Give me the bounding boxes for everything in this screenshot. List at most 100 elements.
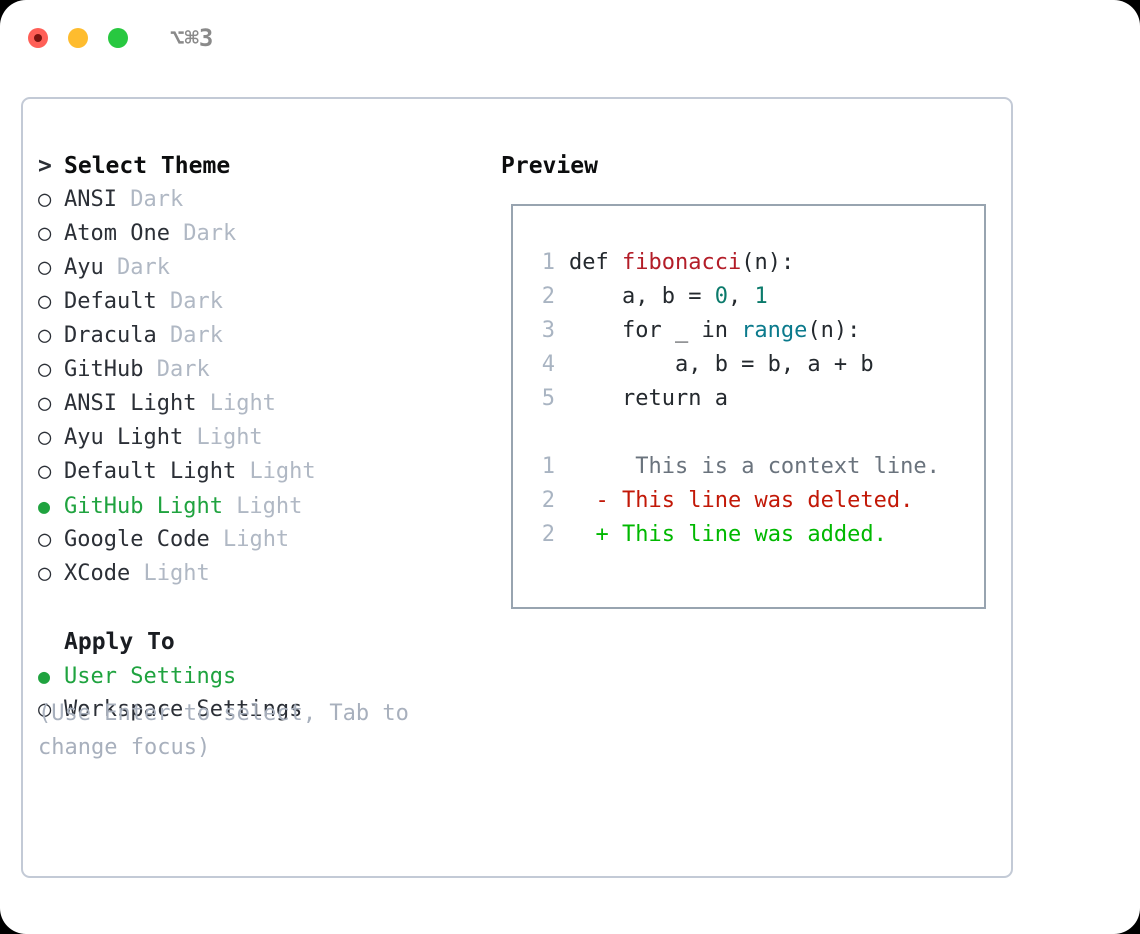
line-number: 1 — [541, 250, 555, 275]
apply-to-option[interactable]: ○ Workspace Settings — [38, 693, 488, 727]
theme-list-item[interactable]: ○ GitHub Dark — [38, 353, 488, 387]
theme-list-item[interactable]: ○ ANSI Light Light — [38, 387, 488, 421]
code-token: a, b = b, a + b — [569, 352, 874, 377]
theme-name-label: Ayu Light — [64, 425, 197, 450]
diff-marker: - — [569, 488, 609, 513]
theme-list-item[interactable]: ○Google Code Light — [38, 523, 488, 557]
theme-name-label: Ayu — [64, 255, 117, 280]
theme-variant-label: Light — [222, 527, 290, 552]
line-number: 2 — [541, 522, 555, 547]
line-number: 4 — [541, 352, 555, 377]
minimize-window-button[interactable] — [68, 28, 88, 48]
theme-variant-label: Dark — [156, 357, 210, 382]
diff-line: 2 - This line was deleted. — [529, 484, 940, 518]
radio-unselected-icon: ○ — [38, 527, 52, 552]
theme-name-label: GitHub Light — [64, 494, 237, 519]
diff-text: This line was added. — [608, 522, 887, 547]
code-token: (n): — [807, 318, 861, 343]
apply-to-option[interactable]: ● User Settings — [38, 659, 488, 693]
theme-selection-column: >Select Theme ○ANSI Dark○Atom One Dark○A… — [38, 149, 488, 727]
code-token: , — [727, 284, 755, 309]
apply-to-heading-label: Apply To — [64, 629, 175, 655]
radio-unselected-icon: ○ — [38, 187, 52, 212]
theme-list-item[interactable]: ● GitHub Light Light — [38, 489, 488, 523]
line-number: 1 — [541, 454, 555, 479]
code-line: 4 a, b = b, a + b — [529, 348, 940, 382]
line-number: 5 — [541, 386, 555, 411]
select-theme-heading-label: Select Theme — [64, 153, 231, 179]
diff-text: This line was deleted. — [608, 488, 914, 513]
theme-list-item[interactable]: ○Atom One Dark — [38, 217, 488, 251]
radio-unselected-icon: ○ — [38, 459, 52, 484]
code-token: for _ in — [569, 318, 742, 343]
theme-name-label: ANSI Light — [64, 391, 210, 416]
line-number: 3 — [541, 318, 555, 343]
theme-list-item[interactable]: ○ANSI Dark — [38, 183, 488, 217]
radio-unselected-icon: ○ — [38, 221, 52, 246]
theme-variant-label: Dark — [130, 187, 184, 212]
theme-variant-label: Light — [236, 494, 303, 519]
select-theme-heading: > Select Theme — [38, 149, 488, 183]
apply-to-spacer-icon: ○ — [38, 625, 64, 659]
code-line: 5 return a — [529, 382, 940, 416]
apply-to-option-label: Workspace Settings — [64, 697, 303, 722]
radio-selected-icon: ● — [38, 664, 51, 688]
code-token: range — [741, 318, 808, 343]
theme-name-label: GitHub — [64, 357, 157, 382]
theme-name-label: Dracula — [64, 323, 170, 348]
prompt-caret-icon: > — [38, 153, 52, 179]
apply-to-heading: ○Apply To — [38, 625, 488, 659]
radio-unselected-icon: ○ — [38, 391, 52, 416]
code-token: a, b = — [569, 284, 715, 309]
diff-marker: + — [569, 522, 609, 547]
radio-unselected-icon: ○ — [38, 357, 52, 382]
theme-list-item[interactable]: ○Default Light Light — [38, 455, 488, 489]
theme-list: ○ANSI Dark○Atom One Dark○Ayu Dark○Defaul… — [38, 183, 488, 591]
theme-variant-label: Dark — [169, 323, 223, 348]
theme-variant-label: Dark — [116, 255, 170, 280]
apply-to-options: ● User Settings ○ Workspace Settings — [38, 659, 488, 727]
theme-list-item[interactable]: ○Ayu Light Light — [38, 421, 488, 455]
diff-text: This is a context line. — [608, 454, 940, 479]
apply-to-option-label: User Settings — [64, 664, 237, 689]
theme-name-label: XCode — [64, 561, 144, 586]
theme-list-item[interactable]: ○ Default Dark — [38, 285, 488, 319]
theme-list-item[interactable]: ○ Dracula Dark — [38, 319, 488, 353]
theme-list-item[interactable]: ○ Ayu Dark — [38, 251, 488, 285]
close-window-button[interactable] — [28, 28, 48, 48]
preview-heading: Preview — [501, 153, 598, 179]
diff-sample: 1 This is a context line.2 - This line w… — [529, 450, 940, 552]
code-token: (n): — [741, 250, 795, 275]
code-line: 2 a, b = 0, 1 — [529, 280, 940, 314]
theme-variant-label: Light — [249, 459, 316, 484]
radio-unselected-icon: ○ — [38, 323, 52, 348]
radio-unselected-icon: ○ — [38, 255, 52, 280]
radio-unselected-icon: ○ — [38, 561, 52, 586]
line-number: 2 — [541, 284, 555, 309]
radio-unselected-icon: ○ — [38, 697, 52, 722]
theme-variant-label: Light — [196, 425, 263, 450]
diff-line: 1 This is a context line. — [529, 450, 940, 484]
theme-picker-panel: >Select Theme ○ANSI Dark○Atom One Dark○A… — [21, 97, 1013, 878]
diff-marker — [569, 454, 609, 479]
radio-unselected-icon: ○ — [38, 289, 52, 314]
maximize-window-button[interactable] — [108, 28, 128, 48]
code-token: fibonacci — [621, 250, 742, 275]
theme-list-item[interactable]: ○XCode Light — [38, 557, 488, 591]
keyboard-hint-text: (Use Enter to select, Tab to change focu… — [38, 701, 409, 760]
theme-name-label: Atom One — [64, 221, 184, 246]
code-spacer — [529, 416, 940, 450]
theme-variant-label: Dark — [169, 289, 223, 314]
theme-variant-label: Light — [209, 391, 276, 416]
theme-name-label: Default — [64, 289, 170, 314]
code-line: 3 for _ in range(n): — [529, 314, 940, 348]
diff-line: 2 + This line was added. — [529, 518, 940, 552]
radio-selected-icon: ● — [38, 494, 51, 518]
code-token: 1 — [754, 284, 768, 309]
line-number: 2 — [541, 488, 555, 513]
